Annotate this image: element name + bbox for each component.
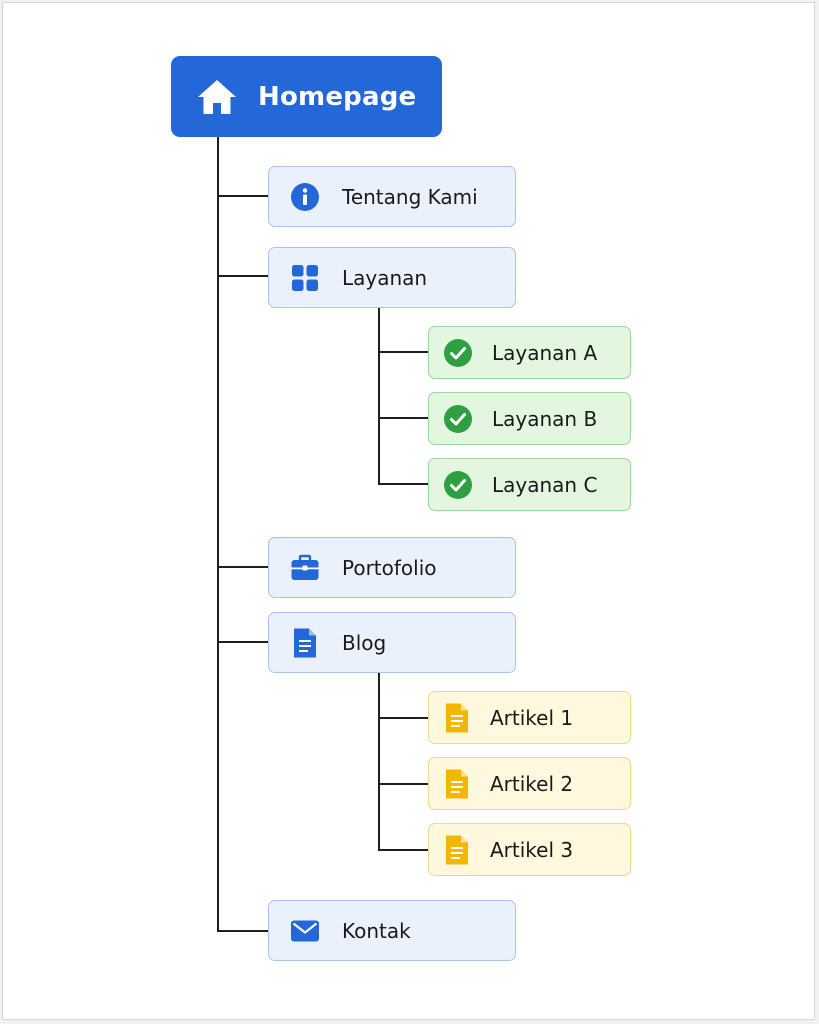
check-circle-icon [443,404,473,434]
node-layanan[interactable]: Layanan [268,247,516,308]
connector-artikel-3 [378,849,428,851]
grid-icon [290,263,320,293]
connector-blog [217,641,268,643]
mail-icon [290,919,320,943]
connector-artikel-2 [378,783,428,785]
connector-layanan [217,275,268,277]
node-artikel-1[interactable]: Artikel 1 [428,691,631,744]
node-label: Layanan A [492,340,598,365]
node-label: Layanan C [492,472,598,497]
node-label: Artikel 1 [490,705,574,730]
node-layanan-a[interactable]: Layanan A [428,326,631,379]
connector-layanan-a [378,351,428,353]
document-icon [290,627,320,659]
connector-layanan-branch [378,307,380,485]
node-label: Artikel 2 [490,771,574,796]
document-icon [443,768,471,800]
node-label: Layanan B [492,406,598,431]
node-artikel-3[interactable]: Artikel 3 [428,823,631,876]
node-label: Portofolio [342,555,437,580]
node-label: Homepage [258,81,417,112]
node-label: Blog [342,630,387,655]
node-portofolio[interactable]: Portofolio [268,537,516,598]
connector-layanan-c [378,483,428,485]
connector-trunk [217,136,219,932]
node-label: Layanan [342,265,428,290]
connector-blog-branch [378,672,380,851]
connector-layanan-b [378,417,428,419]
node-tentang-kami[interactable]: Tentang Kami [268,166,516,227]
info-icon [290,182,320,212]
node-label: Tentang Kami [342,184,478,209]
node-homepage[interactable]: Homepage [171,56,442,137]
document-icon [443,834,471,866]
home-icon [196,78,238,116]
connector-kontak [217,930,268,932]
check-circle-icon [443,338,473,368]
node-blog[interactable]: Blog [268,612,516,673]
node-kontak[interactable]: Kontak [268,900,516,961]
briefcase-icon [290,554,320,582]
connector-artikel-1 [378,717,428,719]
check-circle-icon [443,470,473,500]
node-layanan-b[interactable]: Layanan B [428,392,631,445]
connector-portofolio [217,566,268,568]
connector-tentang-kami [217,195,268,197]
node-label: Kontak [342,918,411,943]
document-icon [443,702,471,734]
node-label: Artikel 3 [490,837,574,862]
node-layanan-c[interactable]: Layanan C [428,458,631,511]
node-artikel-2[interactable]: Artikel 2 [428,757,631,810]
